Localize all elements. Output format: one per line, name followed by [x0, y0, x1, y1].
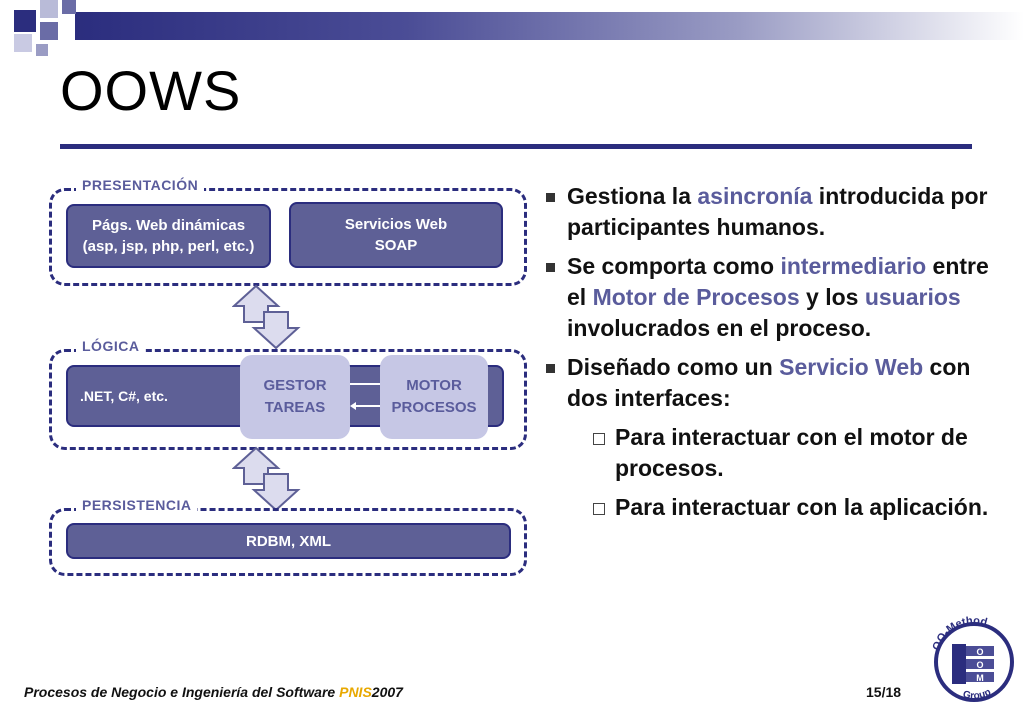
highlight-text: asincronía: [697, 183, 813, 209]
logic-layer: [49, 349, 527, 450]
presentation-layer: [49, 188, 527, 286]
sub-bullet-item: Para interactuar con el motor de proceso…: [543, 422, 1013, 484]
connector-arrows-icon: [350, 383, 380, 410]
decor-square: [62, 26, 74, 38]
title-underline: [60, 144, 972, 149]
dynamic-pages-line1: Págs. Web dinámicas: [91, 217, 246, 234]
oo-method-logo: OO-Method Group O O M: [931, 615, 1014, 702]
bullet-list: Gestiona la asincronía introducida por p…: [543, 181, 1013, 531]
persistence-bar-text: RDBM, XML: [246, 532, 331, 550]
task-manager-line2: TAREAS: [264, 399, 326, 416]
web-services-line2: SOAP: [374, 237, 418, 254]
process-engine-box: MOTOR PROCESOS: [380, 355, 488, 439]
dynamic-pages-box: Págs. Web dinámicas (asp, jsp, php, perl…: [66, 204, 271, 268]
down-arrow-icon: [251, 311, 301, 350]
svg-text:O: O: [976, 647, 983, 657]
page-number: 15/18: [866, 684, 902, 700]
presentation-label: PRESENTACIÓN: [76, 177, 205, 193]
slide-title: OOWS: [60, 59, 242, 122]
svg-text:Group: Group: [962, 687, 993, 702]
highlight-text: usuarios: [864, 284, 961, 310]
logic-bar-text: .NET, C#, etc.: [80, 387, 168, 404]
down-arrow-icon: [251, 473, 301, 512]
bullet-item: Diseñado como un Servicio Web con dos in…: [543, 352, 1013, 414]
bullet-item: Gestiona la asincronía introducida por p…: [543, 181, 1013, 243]
decor-square: [40, 22, 58, 40]
decor-square: [40, 0, 58, 18]
logic-label: LÓGICA: [76, 338, 146, 354]
task-manager-box: GESTOR TAREAS: [240, 355, 350, 439]
header-gradient-bar: [75, 12, 1024, 40]
web-services-line1: Servicios Web: [344, 216, 448, 233]
up-down-arrows-icon: [232, 446, 301, 512]
up-down-arrows-icon: [232, 284, 301, 350]
decor-square: [36, 44, 48, 56]
footer-text: Procesos de Negocio e Ingeniería del Sof…: [24, 684, 403, 700]
process-engine-line1: MOTOR: [406, 377, 462, 394]
task-manager-line1: GESTOR: [263, 377, 327, 394]
persistence-layer: [49, 508, 527, 576]
decor-square: [14, 34, 32, 52]
svg-text:O: O: [976, 660, 983, 670]
highlight-text: Servicio Web: [779, 354, 924, 380]
web-services-box: Servicios Web SOAP: [289, 202, 503, 268]
decor-square: [14, 10, 36, 32]
sub-bullet-item: Para interactuar con la aplicación.: [543, 492, 1013, 523]
persistence-label: PERSISTENCIA: [76, 497, 198, 513]
svg-text:M: M: [976, 673, 984, 683]
decor-square: [62, 0, 76, 14]
pnis-label: PNIS: [339, 684, 372, 700]
persistence-bar: RDBM, XML: [66, 523, 511, 559]
bullet-item: Se comporta como intermediario entre el …: [543, 251, 1013, 344]
dynamic-pages-line2: (asp, jsp, php, perl, etc.): [82, 238, 255, 255]
highlight-text: Motor de Procesos: [592, 284, 800, 310]
highlight-text: intermediario: [780, 253, 927, 279]
process-engine-line2: PROCESOS: [391, 399, 477, 416]
